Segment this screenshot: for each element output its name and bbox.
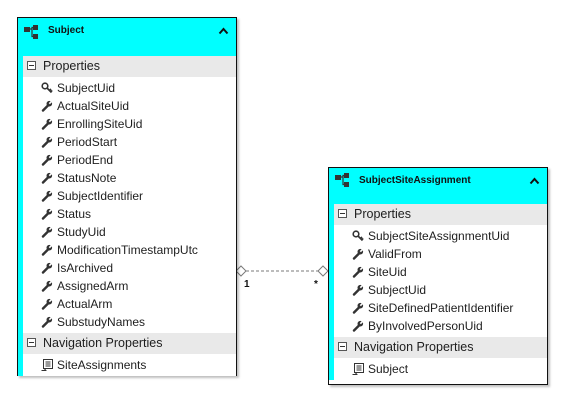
navigation-section-header[interactable]: Navigation Properties xyxy=(18,333,236,354)
wrench-icon xyxy=(41,100,53,112)
navigation-property-name: Subject xyxy=(368,362,409,376)
wrench-icon xyxy=(41,208,53,220)
wrench-icon xyxy=(41,226,53,238)
property-name: SubstudyNames xyxy=(57,315,146,329)
navigation-property-row[interactable]: SiteAssignments xyxy=(23,356,236,374)
property-name: SiteDefinedPatientIdentifier xyxy=(368,301,514,315)
section-label: Properties xyxy=(43,59,100,73)
property-row[interactable]: Status xyxy=(23,205,236,223)
property-row[interactable]: PeriodEnd xyxy=(23,151,236,169)
property-name: ActualArm xyxy=(57,297,113,311)
property-name: StudyUid xyxy=(57,225,106,239)
wrench-icon xyxy=(41,298,53,310)
wrench-icon xyxy=(352,284,364,296)
property-row[interactable]: ValidFrom xyxy=(334,245,547,263)
entity-subject-site-assignment[interactable]: SubjectSiteAssignment Properties Subject… xyxy=(328,167,548,385)
wrench-icon xyxy=(41,118,53,130)
property-name: ModificationTimestampUtc xyxy=(57,243,198,257)
navigation-section-header[interactable]: Navigation Properties xyxy=(329,337,547,358)
multiplicity-left: 1 xyxy=(244,279,250,290)
section-label: Properties xyxy=(354,207,411,221)
property-row[interactable]: SubjectUid xyxy=(334,281,547,299)
property-row[interactable]: EnrollingSiteUid xyxy=(23,115,236,133)
property-name: Status xyxy=(57,207,92,221)
wrench-icon xyxy=(41,136,53,148)
wrench-icon xyxy=(41,280,53,292)
wrench-icon xyxy=(352,248,364,260)
wrench-icon xyxy=(41,154,53,166)
property-row[interactable]: ActualSiteUid xyxy=(23,97,236,115)
properties-section-header[interactable]: Properties xyxy=(18,56,236,77)
property-name: SubjectUid xyxy=(368,283,427,297)
association-end-right-diamond xyxy=(317,265,329,277)
property-name: StatusNote xyxy=(57,171,117,185)
property-row[interactable]: SiteUid xyxy=(334,263,547,281)
property-row[interactable]: ModificationTimestampUtc xyxy=(23,241,236,259)
navigation-property-row[interactable]: Subject xyxy=(334,360,547,378)
wrench-icon xyxy=(352,302,364,314)
property-row[interactable]: PeriodStart xyxy=(23,133,236,151)
property-name: PeriodStart xyxy=(57,135,118,149)
section-label: Navigation Properties xyxy=(354,340,474,354)
properties-section-header[interactable]: Properties xyxy=(329,204,547,225)
property-row[interactable]: SubjectSiteAssignmentUid xyxy=(334,227,547,245)
key-icon xyxy=(41,82,53,94)
property-name: SubjectIdentifier xyxy=(57,189,144,203)
entity-icon xyxy=(24,25,38,39)
collapse-chevron-icon[interactable] xyxy=(529,177,540,185)
navigation-list: Subject xyxy=(329,358,547,380)
property-row[interactable]: ByInvolvedPersonUid xyxy=(334,317,547,335)
property-name: SiteUid xyxy=(368,265,407,279)
navigation-property-icon xyxy=(352,363,364,375)
collapse-section-icon[interactable] xyxy=(338,342,347,351)
property-name: ValidFrom xyxy=(368,247,422,261)
property-name: IsArchived xyxy=(57,261,114,275)
wrench-icon xyxy=(41,244,53,256)
property-name: PeriodEnd xyxy=(57,153,114,167)
entity-title: Subject xyxy=(48,25,85,36)
property-row[interactable]: StudyUid xyxy=(23,223,236,241)
navigation-property-icon xyxy=(41,359,53,371)
entity-header[interactable]: SubjectSiteAssignment xyxy=(329,168,547,204)
section-label: Navigation Properties xyxy=(43,336,163,350)
property-row[interactable]: StatusNote xyxy=(23,169,236,187)
wrench-icon xyxy=(41,190,53,202)
collapse-section-icon[interactable] xyxy=(338,209,347,218)
property-row[interactable]: SubjectUid xyxy=(23,79,236,97)
key-icon xyxy=(352,230,364,242)
property-name: SubjectSiteAssignmentUid xyxy=(368,229,510,243)
property-row[interactable]: IsArchived xyxy=(23,259,236,277)
property-row[interactable]: SiteDefinedPatientIdentifier xyxy=(334,299,547,317)
property-row[interactable]: SubstudyNames xyxy=(23,313,236,331)
collapse-chevron-icon[interactable] xyxy=(218,27,229,35)
property-name: EnrollingSiteUid xyxy=(57,117,143,131)
property-name: ActualSiteUid xyxy=(57,99,130,113)
navigation-list: SiteAssignments xyxy=(18,354,236,376)
wrench-icon xyxy=(352,266,364,278)
wrench-icon xyxy=(41,316,53,328)
property-row[interactable]: ActualArm xyxy=(23,295,236,313)
multiplicity-right: * xyxy=(314,279,318,290)
navigation-property-name: SiteAssignments xyxy=(57,358,147,372)
collapse-section-icon[interactable] xyxy=(27,61,36,70)
property-name: AssignedArm xyxy=(57,279,129,293)
association-end-left-diamond xyxy=(235,265,247,277)
property-name: SubjectUid xyxy=(57,81,116,95)
property-row[interactable]: SubjectIdentifier xyxy=(23,187,236,205)
entity-title: SubjectSiteAssignment xyxy=(359,175,471,186)
collapse-section-icon[interactable] xyxy=(27,338,36,347)
entity-icon xyxy=(335,173,349,187)
property-name: ByInvolvedPersonUid xyxy=(368,319,483,333)
entity-header[interactable]: Subject xyxy=(18,18,236,56)
wrench-icon xyxy=(41,172,53,184)
wrench-icon xyxy=(352,320,364,332)
wrench-icon xyxy=(41,262,53,274)
property-row[interactable]: AssignedArm xyxy=(23,277,236,295)
